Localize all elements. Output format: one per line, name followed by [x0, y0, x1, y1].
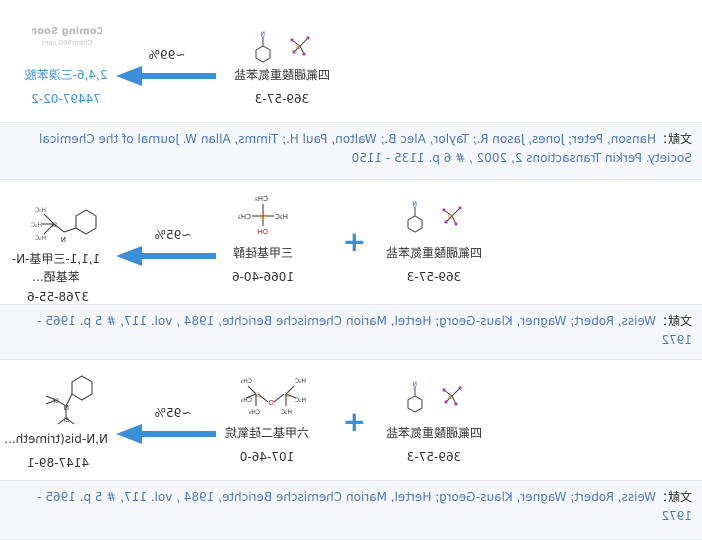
reaction-arrow — [116, 424, 216, 447]
svg-text:H₃C: H₃C — [275, 213, 288, 221]
reactant-structure-image: N Si H₃C H₃C H₃C — [26, 194, 104, 250]
svg-text:CH₃: CH₃ — [240, 378, 252, 385]
svg-text:H₃C: H₃C — [31, 222, 42, 229]
reactant-structure-image: N Si Si — [32, 372, 102, 428]
reference-text[interactable]: Hanson, Peter; Jones, Jason R.; Taylor, … — [39, 132, 692, 165]
product-structure-image: B N — [394, 200, 466, 236]
reference-label: 文献： — [655, 132, 692, 146]
svg-text:Si: Si — [51, 222, 57, 229]
svg-text:OH: OH — [257, 228, 268, 236]
product-name: 四氟硼酸重氮苯盐 — [386, 246, 483, 260]
svg-text:H₃C: H₃C — [35, 235, 46, 242]
reaction-row: N Si Si N,N-bis(trimeth... 4147-89-1 ~95… — [0, 360, 702, 480]
product-cas: 107-46-0 — [239, 450, 295, 464]
product-cas: 1066-40-6 — [231, 270, 295, 284]
product-structure-image: B N — [394, 380, 466, 416]
reference-label: 文献： — [655, 490, 692, 504]
svg-text:Si: Si — [254, 392, 260, 399]
svg-text:CH₃: CH₃ — [255, 195, 268, 203]
product-name: 四氟硼酸重氮苯盐 — [386, 426, 483, 440]
plus-sign: + — [342, 225, 366, 258]
svg-text:N: N — [64, 404, 69, 412]
reaction-arrow — [116, 66, 216, 89]
svg-text:H₃C: H₃C — [35, 207, 46, 214]
svg-text:Si: Si — [63, 417, 69, 424]
reactant-name-link[interactable]: 2,4,6-三溴苯胺 — [24, 68, 108, 82]
svg-text:B: B — [296, 44, 300, 51]
reactant-name[interactable]: 1,1,1-三甲基-N-苯基硒... — [11, 252, 101, 284]
reference-text[interactable]: Weiss, Robert; Wagner, Klaus-Georg; Hert… — [37, 490, 692, 523]
yield-label: ~95% — [154, 228, 192, 242]
reference-box: 文献：Weiss, Robert; Wagner, Klaus-Georg; H… — [0, 480, 702, 540]
product-structure-image: CH₃ Si H₃C CH₃ OH — [230, 192, 296, 240]
reactant-cas-link[interactable]: 74497-02-2 — [31, 92, 101, 106]
product-name: 四氟硼酸重氮苯盐 — [234, 68, 331, 82]
product-structure-image: H₃C Si O Si H₃C CH₃ H₃C CH₃ CH₃ — [228, 374, 308, 422]
reactant-cas: 4147-89-1 — [26, 456, 90, 470]
reference-label: 文献： — [655, 314, 692, 328]
reactant-name[interactable]: N,N-bis(trimeth... — [4, 432, 108, 446]
plus-sign: + — [342, 405, 366, 438]
svg-text:B: B — [448, 394, 452, 401]
svg-text:CH₃: CH₃ — [248, 409, 260, 416]
reaction-row: N Si H₃C H₃C H₃C 1,1,1-三甲基-N-苯基硒... 3768… — [0, 180, 702, 304]
reference-box: 文献：Hanson, Peter; Jones, Jason R.; Taylo… — [0, 122, 702, 180]
product-name: 六甲基二硅氧烷 — [225, 426, 310, 440]
svg-text:N: N — [261, 31, 266, 38]
coming-soon-text: Coming Soon — [32, 26, 102, 37]
svg-text:H₃C: H₃C — [281, 409, 292, 416]
svg-text:Si: Si — [284, 392, 290, 399]
svg-text:N: N — [61, 236, 66, 244]
svg-text:H₃C: H₃C — [295, 397, 306, 404]
product-name: 三甲基硅醇 — [233, 246, 294, 260]
svg-text:CH₃: CH₃ — [240, 397, 252, 404]
reference-text[interactable]: Weiss, Robert; Wagner, Klaus-Georg; Hert… — [37, 314, 692, 347]
svg-text:CH₃: CH₃ — [238, 213, 251, 221]
svg-text:O: O — [268, 399, 274, 407]
svg-text:B: B — [448, 214, 452, 221]
reactant-image-placeholder: Coming Soon Chem960.com — [30, 22, 104, 54]
yield-label: ~95% — [154, 406, 192, 420]
product-cas: 369-57-3 — [406, 450, 462, 464]
reference-box: 文献：Weiss, Robert; Wagner, Klaus-Georg; H… — [0, 304, 702, 360]
yield-label: ~99% — [148, 48, 186, 62]
svg-text:N: N — [413, 201, 418, 208]
product-cas: 369-57-3 — [406, 270, 462, 284]
product-cas: 369-57-3 — [254, 92, 310, 106]
svg-text:Si: Si — [260, 213, 266, 221]
reaction-row: Coming Soon Chem960.com 2,4,6-三溴苯胺 74497… — [0, 0, 702, 122]
reactant-cas: 3768-55-6 — [26, 290, 90, 304]
svg-text:Si: Si — [53, 398, 59, 405]
watermark-text: Chem960.com — [41, 39, 92, 47]
svg-text:H₃C: H₃C — [295, 378, 306, 385]
product-structure-image: B N — [242, 30, 314, 66]
svg-text:N: N — [413, 381, 418, 388]
reaction-arrow — [116, 246, 216, 269]
